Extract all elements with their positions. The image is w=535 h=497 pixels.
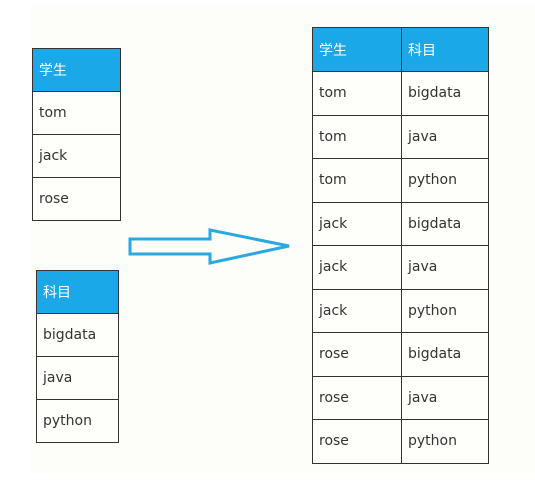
arrow-shape [128,228,290,265]
result-subject-cell: bigdata [401,71,489,116]
result-subject-cell: bigdata [401,201,489,246]
subjects-header-row: 科目 [36,270,119,314]
students-header: 学生 [32,48,121,92]
result-subject-cell: python [401,288,489,333]
student-cell: jack [32,134,121,178]
table-row: tom [32,91,121,135]
result-header-student: 学生 [312,27,402,72]
result-subject-cell: java [401,375,489,420]
result-student-cell: jack [312,201,402,246]
result-subject-cell: bigdata [401,332,489,377]
student-cell: tom [32,91,121,135]
result-subject-cell: java [401,114,489,159]
students-header-row: 学生 [32,48,121,92]
subject-cell: bigdata [36,313,119,357]
result-subject-cell: java [401,245,489,290]
subjects-header: 科目 [36,270,119,314]
result-student-cell: tom [312,71,402,116]
table-row: rose [32,177,121,221]
result-header-subject: 科目 [401,27,489,72]
result-student-cell: tom [312,114,402,159]
subject-cell: java [36,356,119,400]
table-row: bigdata [36,313,119,357]
student-cell: rose [32,177,121,221]
subjects-table: 科目 bigdata java python [36,270,119,443]
subject-cell: python [36,399,119,443]
table-row: java [36,356,119,400]
students-table: 学生 tom jack rose [32,48,121,221]
right-arrow-icon [128,228,290,265]
result-header-row: 学生 科目 [312,27,489,72]
result-student-cell: rose [312,375,402,420]
result-subject-cell: python [401,158,489,203]
table-row: python [36,399,119,443]
result-student-cell: tom [312,158,402,203]
table-row: jack [32,134,121,178]
result-student-cell: rose [312,332,402,377]
result-subject-cell: python [401,419,489,464]
result-student-cell: jack [312,245,402,290]
result-student-cell: rose [312,419,402,464]
result-student-cell: jack [312,288,402,333]
